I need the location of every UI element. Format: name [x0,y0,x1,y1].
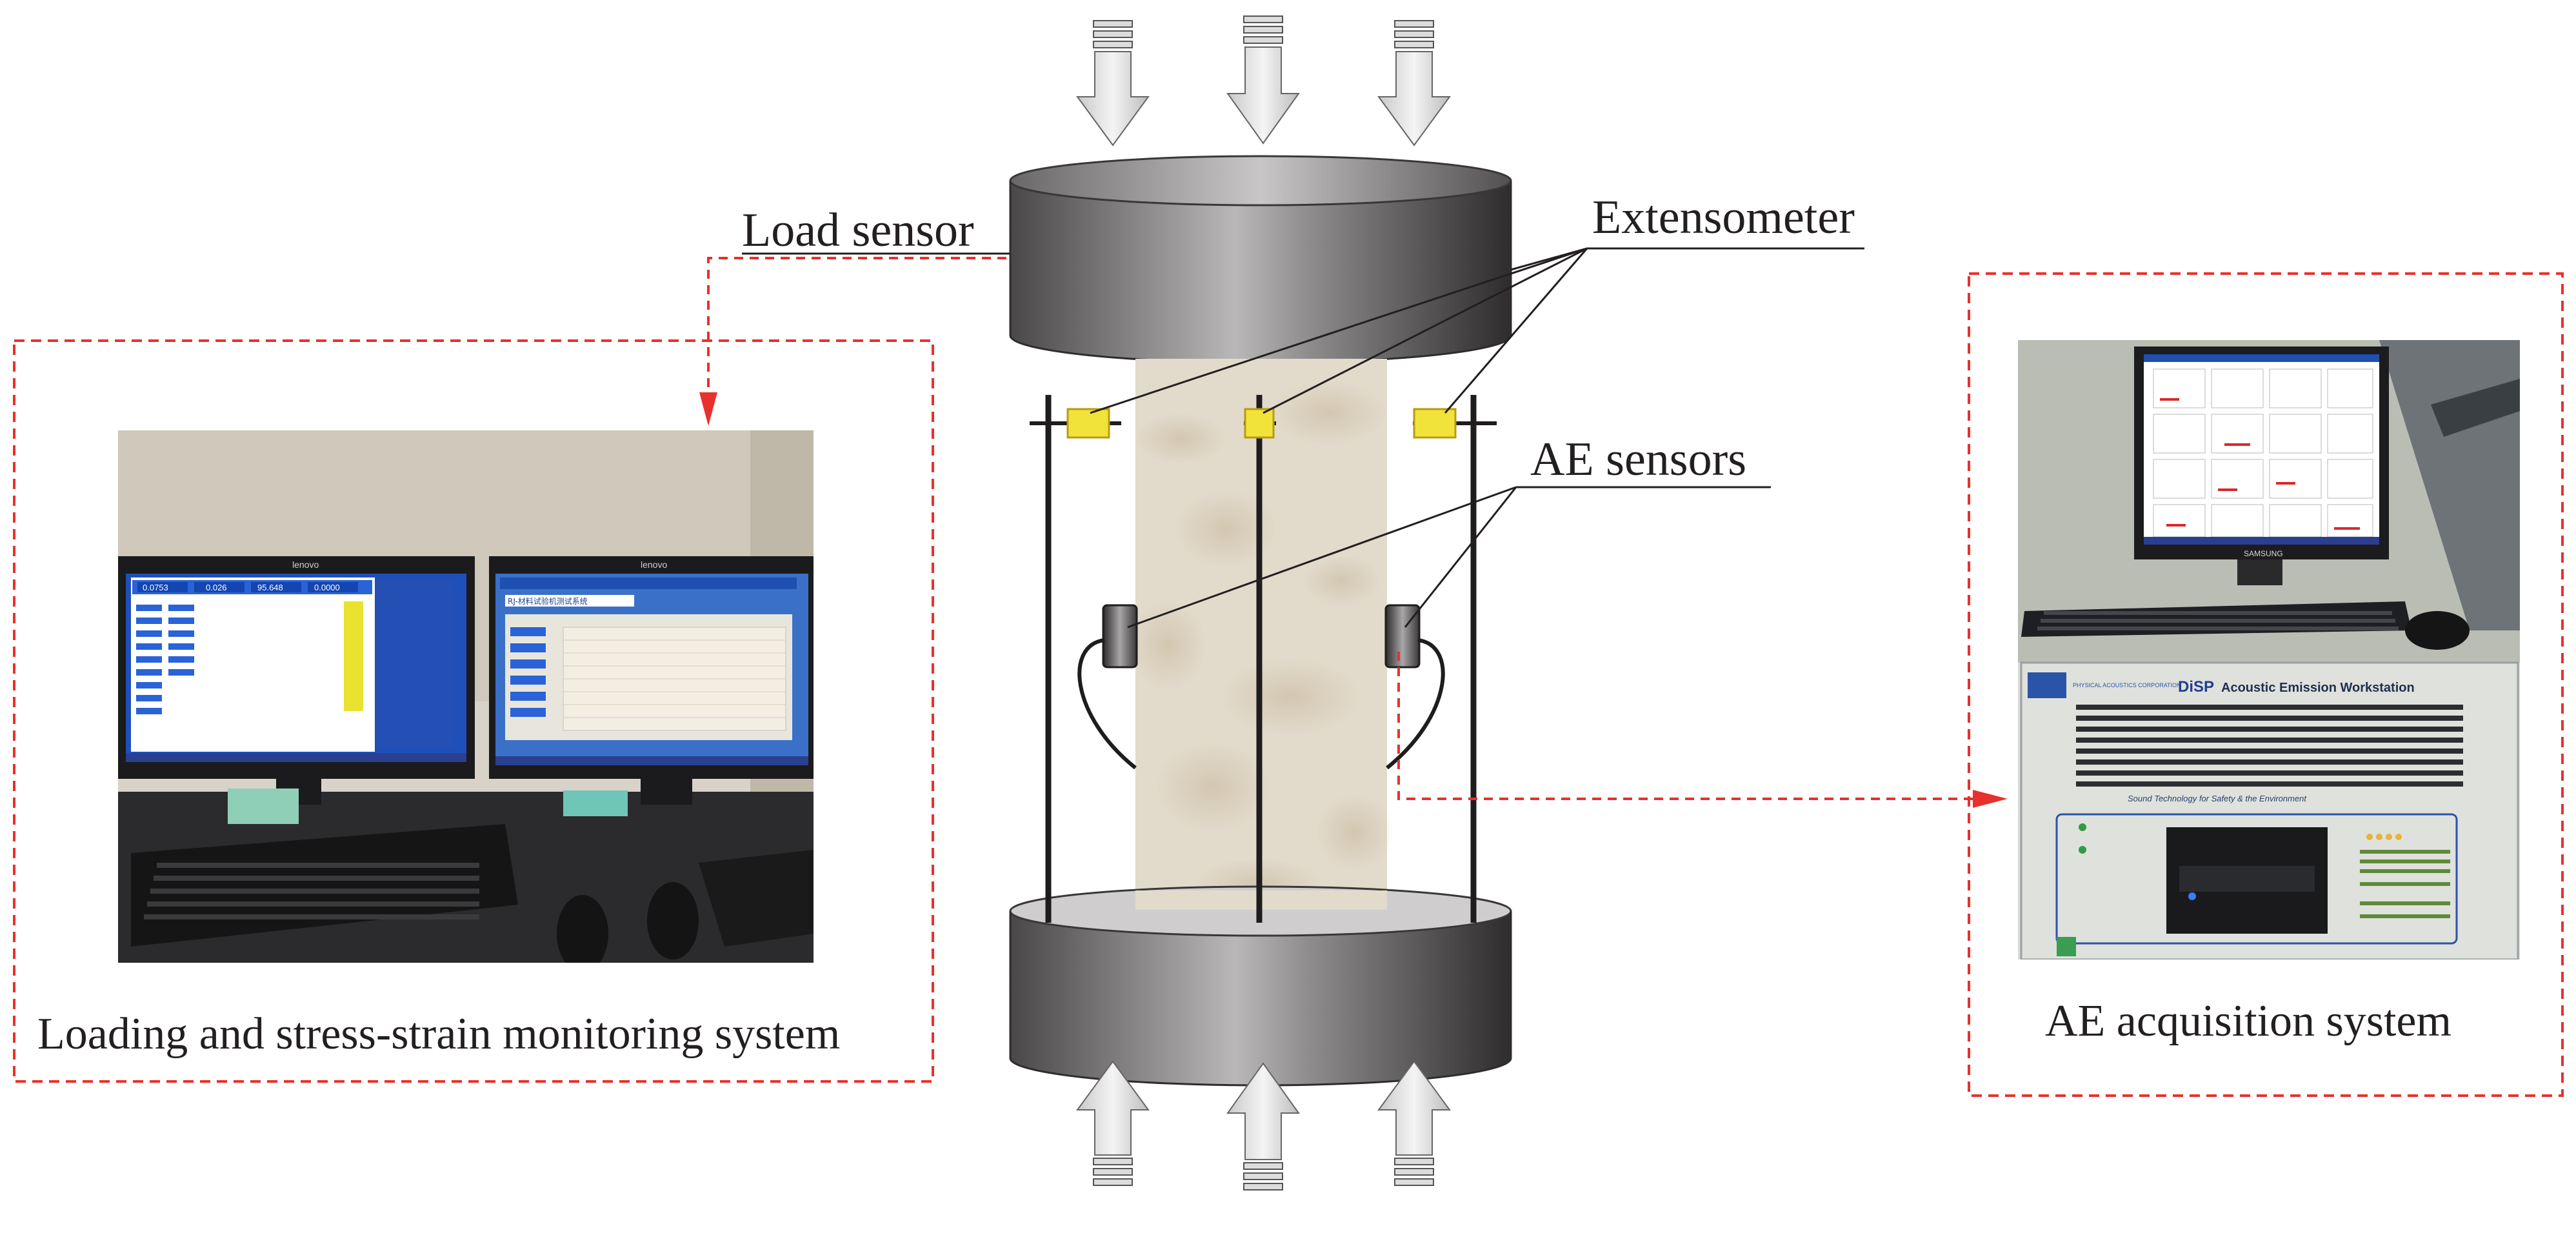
extensometer-frame [1030,395,1497,923]
company-name: PHYSICAL ACOUSTICS CORPORATION [2073,682,2181,688]
readout-2: 0.026 [206,583,227,592]
load-sensor-label: Load sensor [742,204,974,257]
readout-3: 95.648 [257,583,283,592]
extensometer-label: Extensometer [1592,191,1855,244]
workstation-brand: DiSP [2178,678,2214,696]
up-arrow-icon [1076,1060,1150,1186]
ae-sensor-right [1384,604,1445,770]
right-monitor-brand: lenovo [641,559,667,570]
arrowhead-icon [1973,790,2008,808]
ae-acquisition-caption: AE acquisition system [2045,996,2451,1046]
ae-system-photo: SAMSUNG PHYSICAL ACOUSTICS CORPORATION D… [2018,340,2520,960]
right-dashed-frame [1968,272,2564,1097]
top-platen [1009,155,1512,364]
down-arrow-icon [1226,15,1300,145]
workstation-slogan: Sound Technology for Safety & the Enviro… [2128,794,2307,803]
up-arrow-icon [1377,1060,1451,1186]
left-monitor-brand: lenovo [292,559,319,570]
ae-sensor-left [1077,604,1138,770]
red-dashed-connectors [707,257,1974,800]
readout-4: 0.0000 [314,583,340,592]
workstation-title: Acoustic Emission Workstation [2221,681,2415,695]
up-arrow-icon [1226,1062,1300,1191]
left-dashed-frame [13,339,934,1083]
samsung-brand: SAMSUNG [2244,549,2283,558]
extensometer-clip [1066,408,1457,439]
readout-1: 0.0753 [143,583,168,592]
down-arrow-icon [1076,20,1150,146]
extensometer-leader-lines [1090,247,1864,414]
window-title: RJ-材料试验机测试系统 [508,596,588,606]
arrowhead-icon [699,392,717,426]
ae-sensors-label: AE sensors [1530,433,1747,486]
loading-system-photo: lenovo 0.0753 0.026 95.648 0.0000 [118,430,814,963]
ae-sensors-leader-lines [1127,486,1771,628]
down-arrow-icon [1377,20,1451,146]
loading-system-caption: Loading and stress-strain monitoring sys… [37,1009,841,1059]
